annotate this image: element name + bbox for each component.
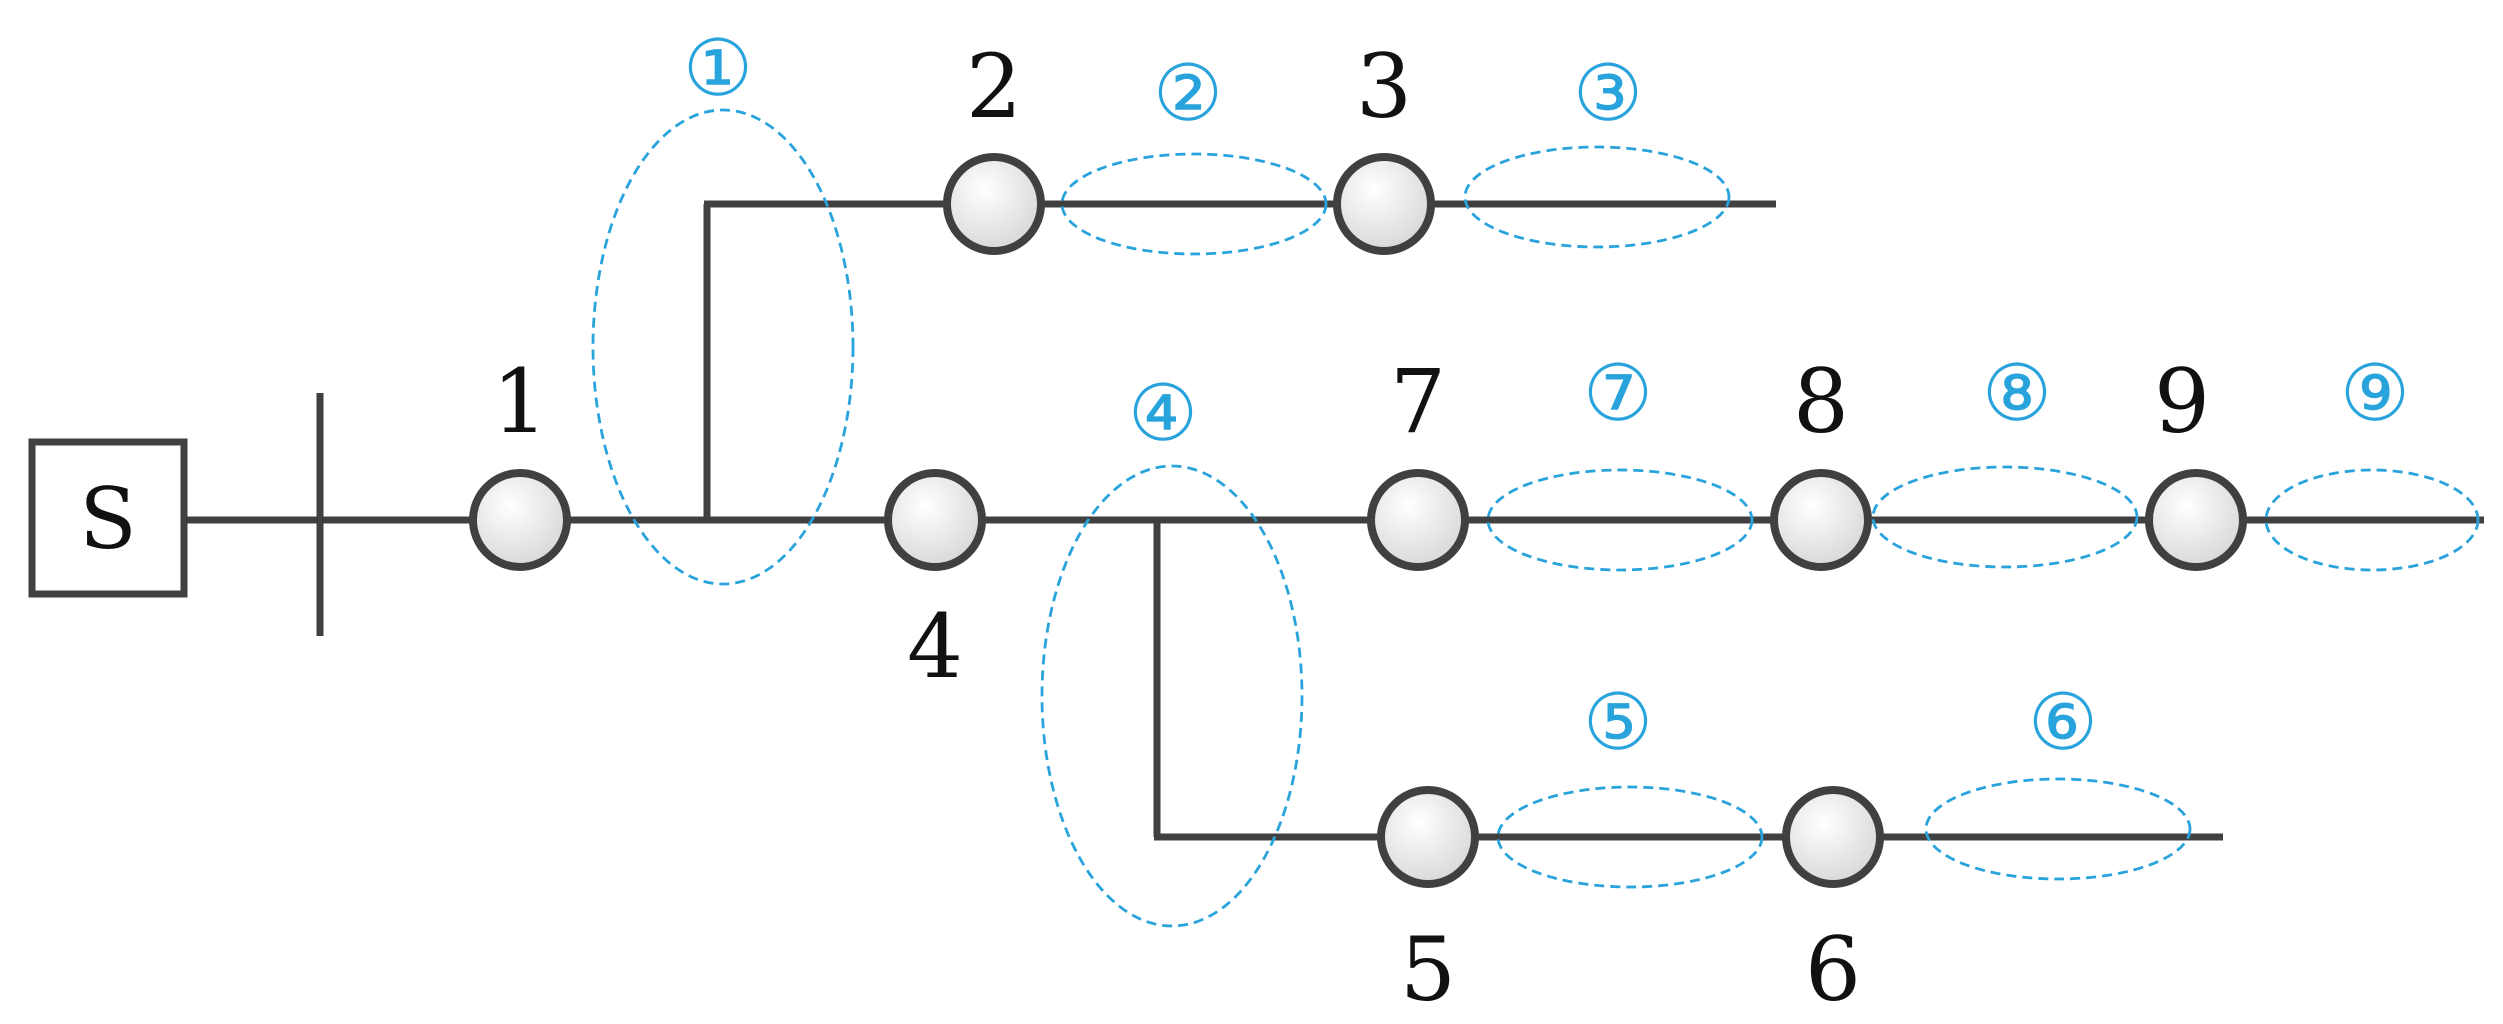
zone-3-label: ③	[1573, 49, 1643, 139]
zone-8-ellipse	[1871, 465, 2139, 569]
zone-1-label: ①	[683, 24, 753, 114]
node-3-label: 3	[1356, 35, 1412, 138]
node-4-label: 4	[907, 595, 963, 698]
zone-6-label: ⑥	[2028, 678, 2098, 768]
zone-5-ellipse	[1496, 785, 1764, 889]
node-8-label: 8	[1793, 350, 1849, 453]
zone-8-label: ⑧	[1982, 349, 2052, 439]
node-8-circle	[1770, 469, 1872, 571]
zone-9-label: ⑨	[2340, 349, 2410, 439]
node-3-circle	[1333, 153, 1435, 255]
zone-4-ellipse	[1040, 464, 1304, 928]
source-label: S	[79, 470, 137, 568]
node-5-label: 5	[1400, 918, 1456, 1021]
zone-6-ellipse	[1924, 777, 2192, 881]
node-7-circle	[1367, 469, 1469, 571]
zone-1-ellipse	[591, 108, 855, 586]
node-1-circle	[469, 469, 571, 571]
zone-2-ellipse	[1060, 152, 1328, 256]
zone-4-label: ④	[1128, 369, 1198, 459]
node-2-circle	[943, 153, 1045, 255]
node-4-circle	[884, 469, 986, 571]
node-9-label: 9	[2154, 350, 2210, 453]
zone-7-ellipse	[1486, 468, 1754, 572]
node-6-circle	[1782, 786, 1884, 888]
zone-9-ellipse	[2264, 468, 2480, 572]
node-7-label: 7	[1390, 350, 1446, 453]
zone-3-ellipse	[1463, 145, 1731, 249]
zone-2-label: ②	[1153, 49, 1223, 139]
zone-7-label: ⑦	[1583, 349, 1653, 439]
node-2-label: 2	[966, 35, 1022, 138]
node-6-label: 6	[1805, 918, 1861, 1021]
zone-5-label: ⑤	[1583, 678, 1653, 768]
node-1-label: 1	[492, 350, 548, 453]
node-9-circle	[2145, 469, 2247, 571]
node-5-circle	[1377, 786, 1479, 888]
source-box	[28, 438, 188, 598]
